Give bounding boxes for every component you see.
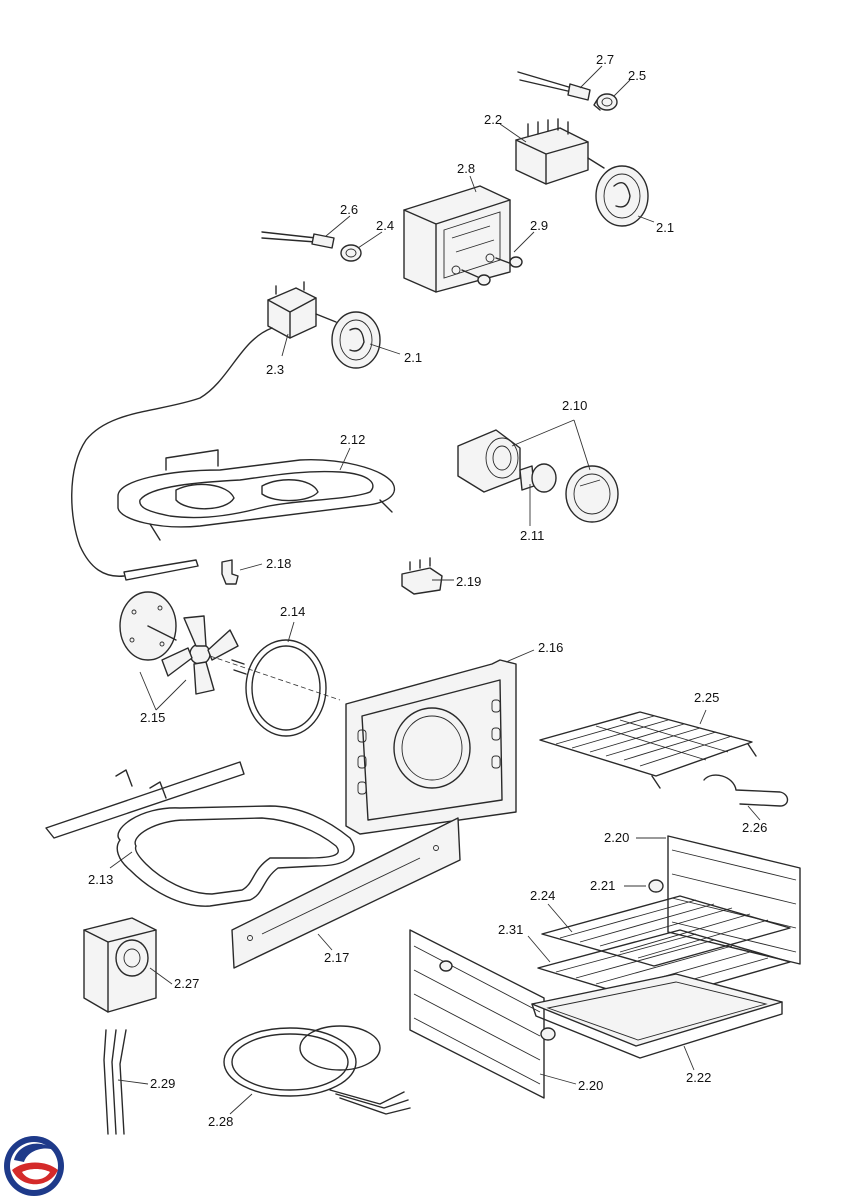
callout-2-5: 2.5 bbox=[628, 68, 646, 83]
deflector-strip-part bbox=[231, 817, 461, 969]
fan-blade-part bbox=[161, 615, 239, 695]
mounting-screw-part bbox=[461, 256, 523, 286]
neon-lamp-lens-part bbox=[340, 244, 362, 262]
thermostat-knob-part bbox=[331, 311, 381, 369]
callout-2-19: 2.19 bbox=[456, 574, 481, 589]
side-runner-right-part bbox=[667, 835, 801, 965]
brand-logo-icon bbox=[4, 1136, 64, 1196]
callout-2-28: 2.28 bbox=[208, 1114, 233, 1129]
callout-2-26: 2.26 bbox=[742, 820, 767, 835]
thermostat-part bbox=[267, 281, 337, 339]
callout-2-10: 2.10 bbox=[562, 398, 587, 413]
selector-switch-part bbox=[515, 118, 605, 185]
fan-motor-part bbox=[83, 917, 157, 1013]
callout-labels: 2.7 2.5 2.2 2.8 2.6 2.4 2.9 2.1 2.3 2.1 … bbox=[88, 52, 767, 1129]
lamp-holder-part bbox=[457, 429, 521, 493]
fan-motor-plate-part bbox=[119, 591, 177, 661]
callout-2-2: 2.2 bbox=[484, 112, 502, 127]
callout-2-27: 2.27 bbox=[174, 976, 199, 991]
callout-2-29: 2.29 bbox=[150, 1076, 175, 1091]
callout-2-6: 2.6 bbox=[340, 202, 358, 217]
lamp-cover-part bbox=[565, 465, 619, 523]
callout-2-1-upper: 2.1 bbox=[656, 220, 674, 235]
callout-2-17: 2.17 bbox=[324, 950, 349, 965]
indicator-lamp-lens-part bbox=[593, 93, 618, 111]
callout-2-4: 2.4 bbox=[376, 218, 394, 233]
callout-2-20-right: 2.20 bbox=[604, 830, 629, 845]
callout-2-31: 2.31 bbox=[498, 922, 523, 937]
callout-2-13: 2.13 bbox=[88, 872, 113, 887]
mains-cable-part bbox=[103, 1029, 127, 1135]
tray-fixing-part bbox=[540, 1027, 556, 1041]
oven-shelf-part bbox=[541, 895, 791, 967]
terminal-block-part bbox=[401, 557, 443, 595]
callout-2-3: 2.3 bbox=[266, 362, 284, 377]
callout-2-8: 2.8 bbox=[457, 161, 475, 176]
callout-2-20-left: 2.20 bbox=[578, 1078, 603, 1093]
oven-back-panel-part bbox=[345, 659, 517, 835]
drip-tray-part bbox=[531, 973, 783, 1059]
callout-2-18: 2.18 bbox=[266, 556, 291, 571]
callout-2-12: 2.12 bbox=[340, 432, 365, 447]
lamp-bulb-part bbox=[519, 463, 557, 493]
callout-2-15: 2.15 bbox=[140, 710, 165, 725]
control-knob-part bbox=[595, 165, 649, 227]
indicator-lamp-wire-part bbox=[517, 71, 591, 101]
callout-2-14: 2.14 bbox=[280, 604, 305, 619]
side-runner-left-part bbox=[409, 929, 545, 1099]
wiring-harness-part bbox=[223, 1025, 411, 1115]
shelf-clip-part bbox=[703, 774, 789, 807]
wire-shelf-part bbox=[539, 711, 757, 789]
circular-element-part bbox=[231, 639, 327, 737]
neon-lamp-wire-part bbox=[261, 231, 335, 249]
leader-lines bbox=[109, 65, 761, 1115]
callout-2-9: 2.9 bbox=[530, 218, 548, 233]
callout-2-22: 2.22 bbox=[686, 1070, 711, 1085]
thermostat-capillary-part bbox=[71, 327, 273, 581]
callout-2-1-lower: 2.1 bbox=[404, 350, 422, 365]
callout-2-11: 2.11 bbox=[520, 528, 544, 543]
assembly-axis-line bbox=[209, 655, 341, 701]
control-panel-bracket-part bbox=[403, 185, 511, 293]
bottom-element-part bbox=[45, 761, 355, 907]
element-clip-part bbox=[221, 559, 239, 585]
callout-2-25: 2.25 bbox=[694, 690, 719, 705]
callout-2-16: 2.16 bbox=[538, 640, 563, 655]
callout-2-7: 2.7 bbox=[596, 52, 614, 67]
callout-2-24: 2.24 bbox=[530, 888, 555, 903]
grill-element-part bbox=[117, 449, 396, 541]
runner-fixing-screw-part bbox=[648, 879, 664, 893]
callout-2-21: 2.21 bbox=[590, 878, 615, 893]
